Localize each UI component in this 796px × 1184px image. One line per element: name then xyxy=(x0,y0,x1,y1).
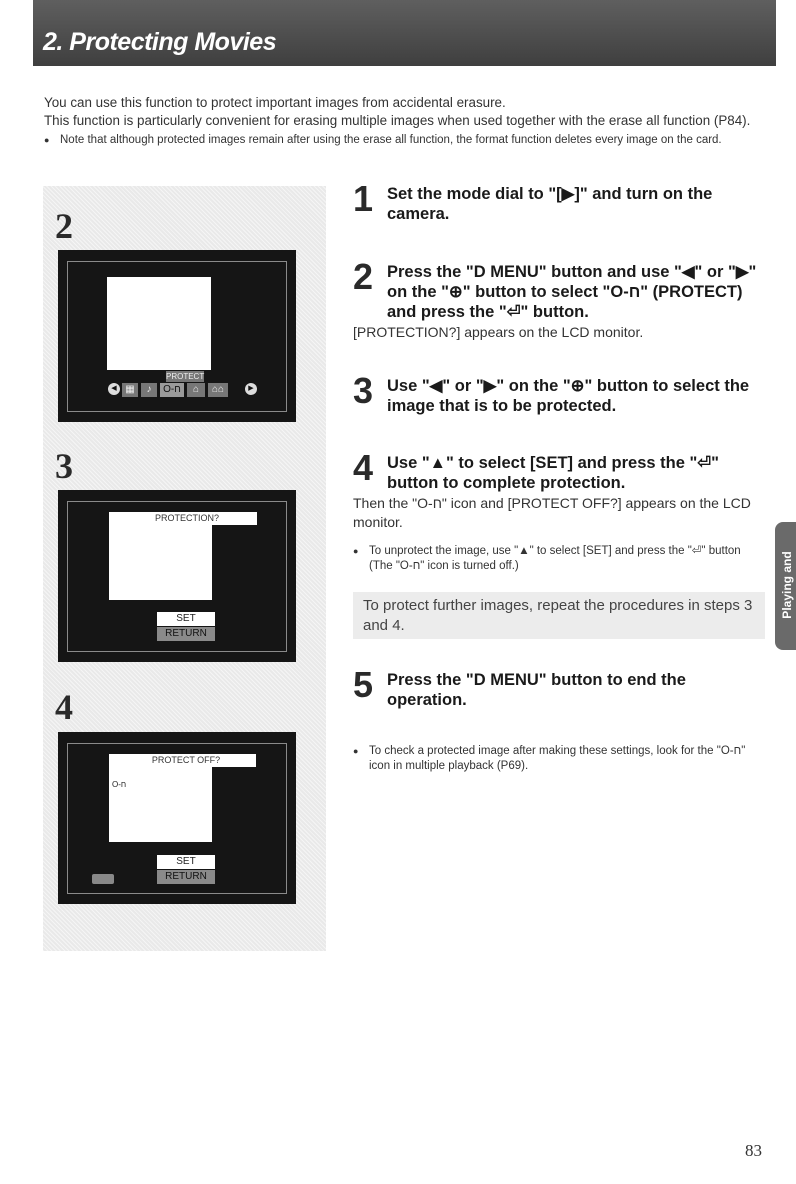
note-box: To protect further images, repeat the pr… xyxy=(353,592,765,639)
bullet-icon: ● xyxy=(353,746,359,756)
page-title: 2. Protecting Movies xyxy=(43,28,277,56)
set-option: SET xyxy=(157,612,215,626)
trash-all-icon: ⌂⌂ xyxy=(208,383,228,397)
step-5: 5 Press the "D MENU" button to end the o… xyxy=(353,664,765,774)
step-number: 4 xyxy=(353,447,374,488)
screen-frame xyxy=(67,743,287,894)
step-2: 2 Press the "D MENU" button and use "◀" … xyxy=(353,256,765,342)
image-preview xyxy=(109,512,212,600)
intro: You can use this function to protect imp… xyxy=(44,94,764,148)
page-number: 83 xyxy=(745,1141,762,1160)
step-heading: Use "▲" to select [SET] and press the "⏎… xyxy=(387,454,719,492)
step-body: [PROTECTION?] appears on the LCD monitor… xyxy=(353,324,644,340)
section-tab-label: Playing and xyxy=(780,551,794,619)
step-note-text: To unprotect the image, use "▲" to selec… xyxy=(369,545,741,572)
step-number: 3 xyxy=(353,370,374,411)
step-number: 5 xyxy=(353,664,374,705)
protect-off-dialog: PROTECT OFF? xyxy=(116,754,256,767)
protect-tag: PROTECT xyxy=(166,371,205,382)
set-option: SET xyxy=(157,855,215,869)
step-heading: Set the mode dial to "[▶]" and turn on t… xyxy=(387,185,713,223)
step-1: 1 Set the mode dial to "[▶]" and turn on… xyxy=(353,178,765,224)
step-4: 4 Use "▲" to select [SET] and press the … xyxy=(353,447,765,574)
return-option: RETURN xyxy=(157,627,215,641)
trash-icon: ⌂ xyxy=(187,383,205,397)
panel-number-2: 2 xyxy=(55,206,73,246)
panel-number-3: 3 xyxy=(55,446,73,486)
title-bar: 2. Protecting Movies xyxy=(33,0,776,66)
battery-icon xyxy=(92,874,114,884)
section-tab: Playing and xyxy=(775,522,796,650)
image-preview xyxy=(107,277,211,370)
step-heading: Press the "D MENU" button to end the ope… xyxy=(387,671,686,709)
menu-icon-bar: ▦ ♪ O‑ח ⌂ ⌂⌂ xyxy=(122,382,243,398)
intro-line-2: This function is particularly convenient… xyxy=(44,113,751,128)
step-3: 3 Use "◀" or "▶" on the "⊕" button to se… xyxy=(353,370,765,416)
screen-frame xyxy=(67,261,287,412)
step-note-text: To check a protected image after making … xyxy=(369,745,746,772)
step-heading: Use "◀" or "▶" on the "⊕" button to sele… xyxy=(387,377,750,415)
screen-frame xyxy=(67,501,287,652)
step-heading: Press the "D MENU" button and use "◀" or… xyxy=(387,263,757,321)
return-option: RETURN xyxy=(157,870,215,884)
intro-note: ● Note that although protected images re… xyxy=(44,133,764,148)
panel-number-4: 4 xyxy=(55,687,73,727)
image-preview xyxy=(109,754,212,842)
right-arrow-icon: ▶ xyxy=(245,383,257,395)
intro-line-1: You can use this function to protect imp… xyxy=(44,95,506,110)
step-note: ● To check a protected image after makin… xyxy=(353,744,765,774)
step-body: Then the "O‑ח" icon and [PROTECT OFF?] a… xyxy=(353,495,751,530)
protect-key-icon: O‑ח xyxy=(112,780,127,789)
step-number: 2 xyxy=(353,256,374,297)
bullet-icon: ● xyxy=(353,546,359,556)
mic-icon: ♪ xyxy=(141,383,157,397)
protection-dialog: PROTECTION? xyxy=(117,512,257,525)
step-note: ● To unprotect the image, use "▲" to sel… xyxy=(353,544,765,574)
protect-key-icon: O‑ח xyxy=(160,383,184,397)
intro-note-text: Note that although protected images rema… xyxy=(60,134,722,146)
index-icon: ▦ xyxy=(122,383,138,397)
step-number: 1 xyxy=(353,178,374,219)
left-arrow-icon: ◀ xyxy=(108,383,120,395)
bullet-icon: ● xyxy=(44,135,50,145)
